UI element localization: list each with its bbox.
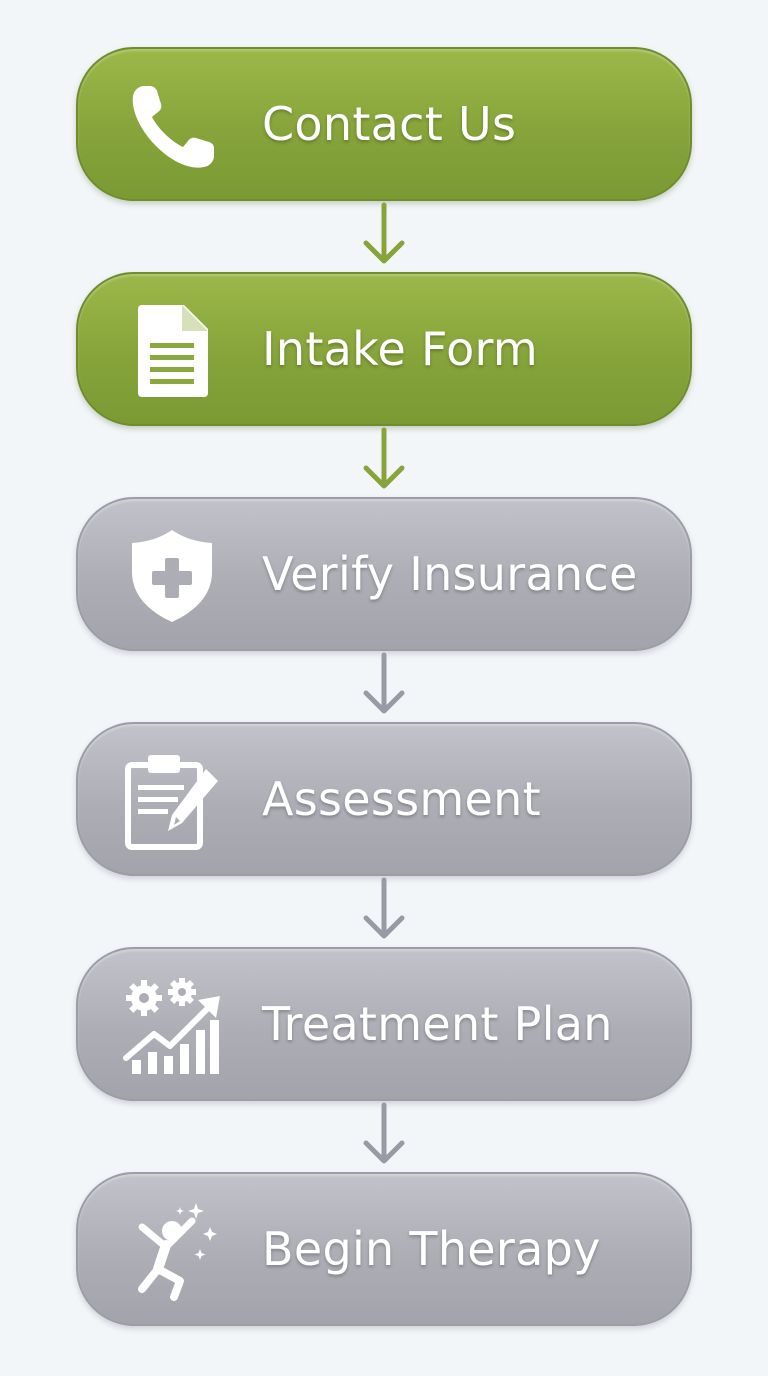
step-begin-therapy[interactable]: Begin Therapy xyxy=(76,1172,692,1326)
step-label: Begin Therapy xyxy=(262,1222,601,1276)
step-intake-form[interactable]: Intake Form xyxy=(76,272,692,426)
step-contact-us[interactable]: Contact Us xyxy=(76,47,692,201)
step-assessment[interactable]: Assessment xyxy=(76,722,692,876)
step-label: Intake Form xyxy=(262,322,539,376)
down-arrow-icon xyxy=(354,426,414,496)
step-label: Assessment xyxy=(262,772,541,826)
step-treatment-plan[interactable]: Treatment Plan xyxy=(76,947,692,1101)
down-arrow-icon xyxy=(354,651,414,721)
celebrating-person-icon xyxy=(122,1201,222,1301)
gears-growth-chart-icon xyxy=(122,976,222,1076)
down-arrow-icon xyxy=(354,1101,414,1171)
down-arrow-icon xyxy=(354,876,414,946)
document-icon xyxy=(122,301,222,401)
down-arrow-icon xyxy=(354,201,414,271)
step-label: Contact Us xyxy=(262,97,517,151)
step-verify-insurance[interactable]: Verify Insurance xyxy=(76,497,692,651)
step-label: Verify Insurance xyxy=(262,547,638,601)
step-label: Treatment Plan xyxy=(262,997,613,1051)
shield-plus-icon xyxy=(122,526,222,626)
clipboard-pencil-icon xyxy=(122,751,222,851)
phone-icon xyxy=(122,76,222,176)
